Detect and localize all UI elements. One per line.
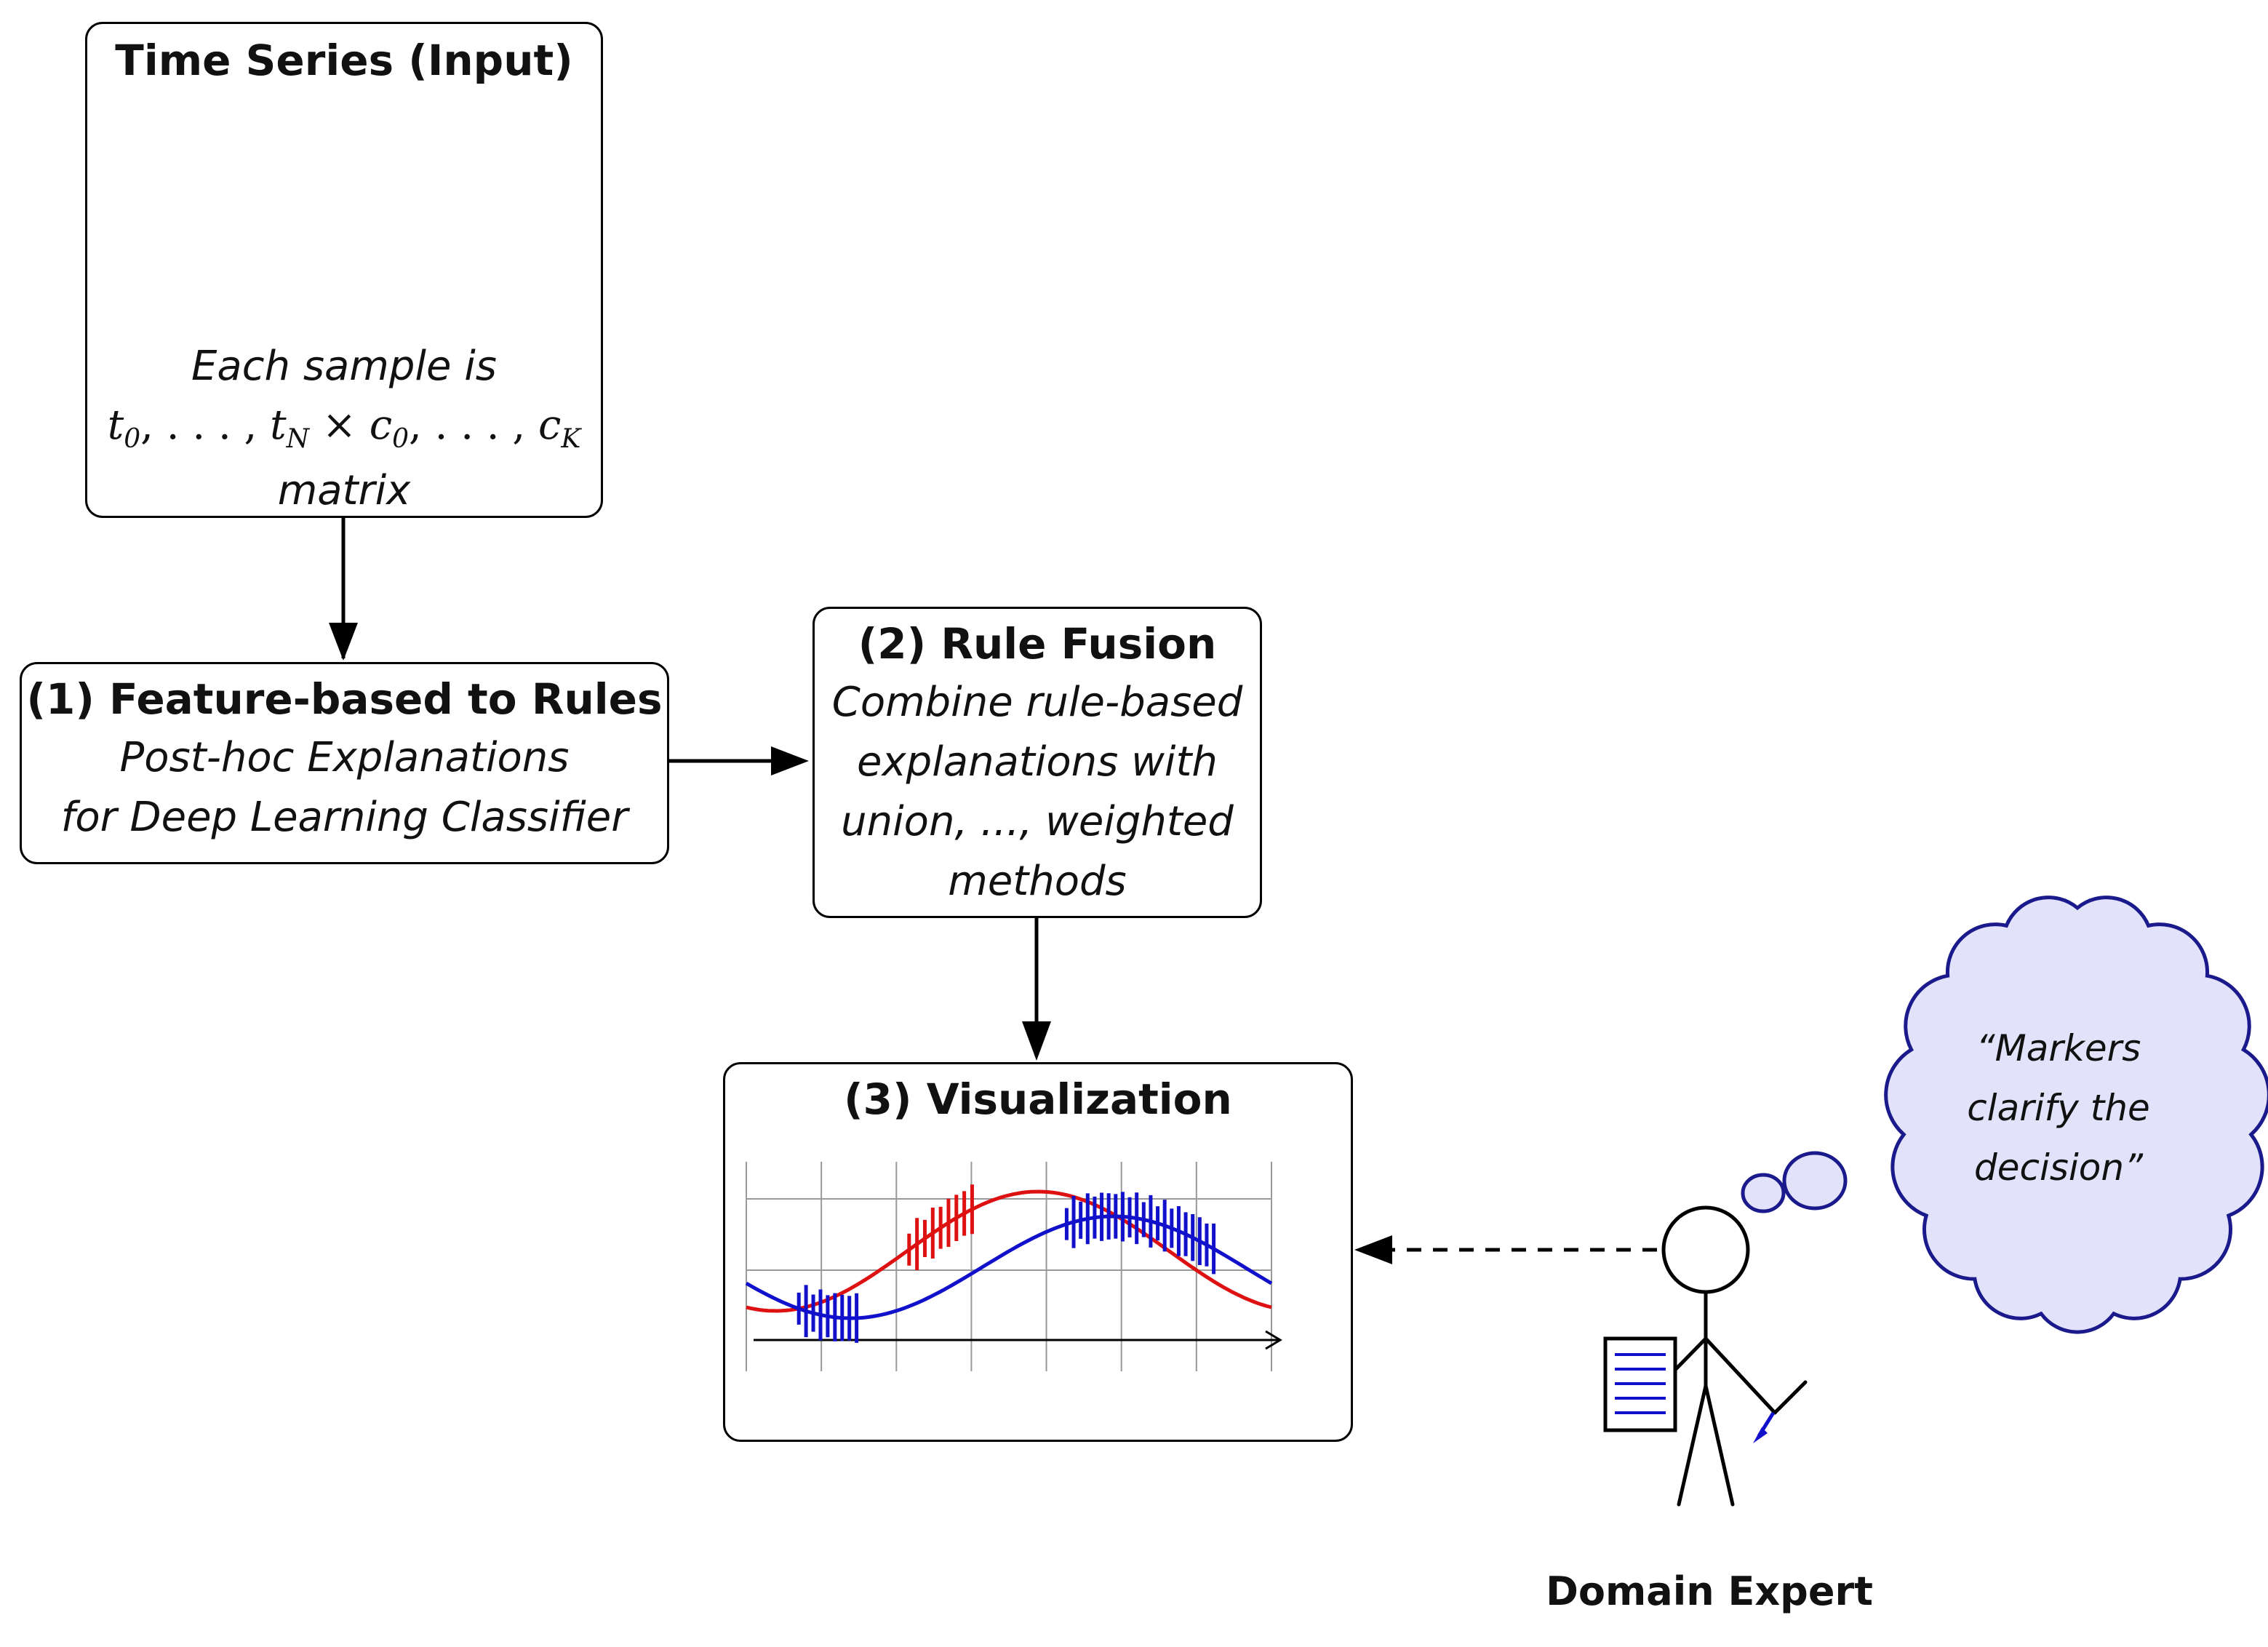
formula-c0-sub: 0	[392, 424, 409, 455]
domain-expert-figure	[1661, 1205, 1808, 1507]
formula-dots-2: , . . . ,	[408, 402, 538, 449]
step2-line3: union, ..., weighted	[841, 798, 1234, 845]
expert-right-leg	[1704, 1384, 1735, 1507]
thought-line1: “Markers	[1976, 1027, 2141, 1069]
step3-box: (3) Visualization	[723, 1062, 1353, 1442]
step2-line4: methods	[948, 858, 1127, 905]
expert-right-arm	[1704, 1336, 1777, 1415]
formula-tN-sub: N	[286, 424, 310, 455]
thought-cloud	[1884, 896, 2268, 1334]
step2-title: (2) Rule Fusion	[858, 619, 1217, 669]
arrow-step1-to-step2-head	[771, 746, 809, 775]
document-icon	[1603, 1336, 1677, 1432]
step1-line1: Post-hoc Explanations	[119, 734, 570, 781]
expert-head	[1661, 1205, 1750, 1294]
step3-title: (3) Visualization	[844, 1074, 1232, 1124]
pen-icon	[1753, 1411, 1776, 1443]
expert-left-arm	[1672, 1336, 1708, 1373]
expert-left-leg	[1677, 1384, 1708, 1507]
arrow-input-to-step1-head	[329, 623, 358, 661]
thought-line3: decision”	[1973, 1146, 2143, 1189]
input-box-line3: matrix	[277, 467, 411, 515]
formula-t0-sub: 0	[124, 424, 141, 455]
input-chart-space	[87, 89, 601, 337]
step1-box: (1) Feature-based to Rules Post-hoc Expl…	[20, 662, 669, 864]
step2-line2: explanations with	[857, 738, 1218, 786]
formula-dots-1: , . . . ,	[140, 402, 271, 449]
visualization-chart	[745, 1162, 1282, 1371]
step1-title: (1) Feature-based to Rules	[26, 674, 663, 724]
thought-bubble-small	[1741, 1173, 1786, 1213]
step2-box: (2) Rule Fusion Combine rule-based expla…	[812, 607, 1262, 918]
formula-times: ×	[309, 402, 370, 449]
formula-c0: c	[369, 402, 393, 449]
step2-line1: Combine rule-based	[831, 679, 1243, 726]
input-box-line1: Each sample is	[191, 343, 497, 390]
domain-expert-label: Domain Expert	[1546, 1568, 1873, 1614]
thought-line2: clarify the	[1967, 1087, 2150, 1129]
arrow-expert-to-visualization-head	[1354, 1235, 1392, 1264]
formula-cK-sub: K	[561, 424, 581, 455]
thought-text: “Markers clarify the decision”	[1920, 1018, 2197, 1197]
arrow-step2-to-step3-head	[1022, 1021, 1051, 1061]
pen-stroke	[1773, 1380, 1808, 1415]
step1-line2: for Deep Learning Classifier	[60, 794, 628, 841]
input-box-matrix-formula: t0, . . . , tN × c0, . . . , cK	[87, 391, 601, 474]
input-box: Time Series (Input) Each sample is t0, .…	[85, 22, 603, 518]
time-axis-arrow	[1265, 1330, 1282, 1350]
formula-cK: c	[538, 402, 562, 449]
formula-t0: t	[107, 402, 124, 449]
thought-bubble-medium	[1782, 1151, 1848, 1211]
formula-tN: t	[270, 402, 287, 449]
input-box-title: Time Series (Input)	[115, 36, 573, 85]
